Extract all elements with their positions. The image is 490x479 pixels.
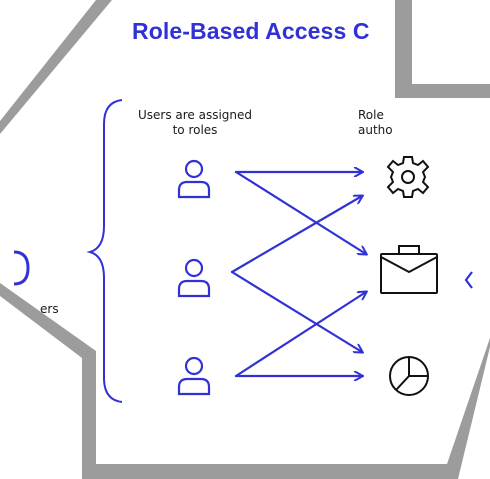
user-icon	[177, 356, 211, 396]
right-arrow-fragment	[464, 271, 473, 289]
arrow-user2-piechart	[230, 270, 362, 352]
pie-chart-icon	[389, 356, 429, 396]
arrow-user1-briefcase	[234, 170, 366, 254]
arrow-user3-briefcase	[234, 292, 366, 378]
user-icon	[177, 258, 211, 298]
arrow-user2-gear	[230, 196, 362, 274]
grouping-brace	[86, 99, 123, 403]
gear-icon	[386, 156, 430, 198]
assignment-arrows	[230, 170, 366, 378]
user-icon	[177, 159, 211, 199]
left-partial-icon	[13, 250, 30, 286]
briefcase-icon	[380, 245, 438, 294]
